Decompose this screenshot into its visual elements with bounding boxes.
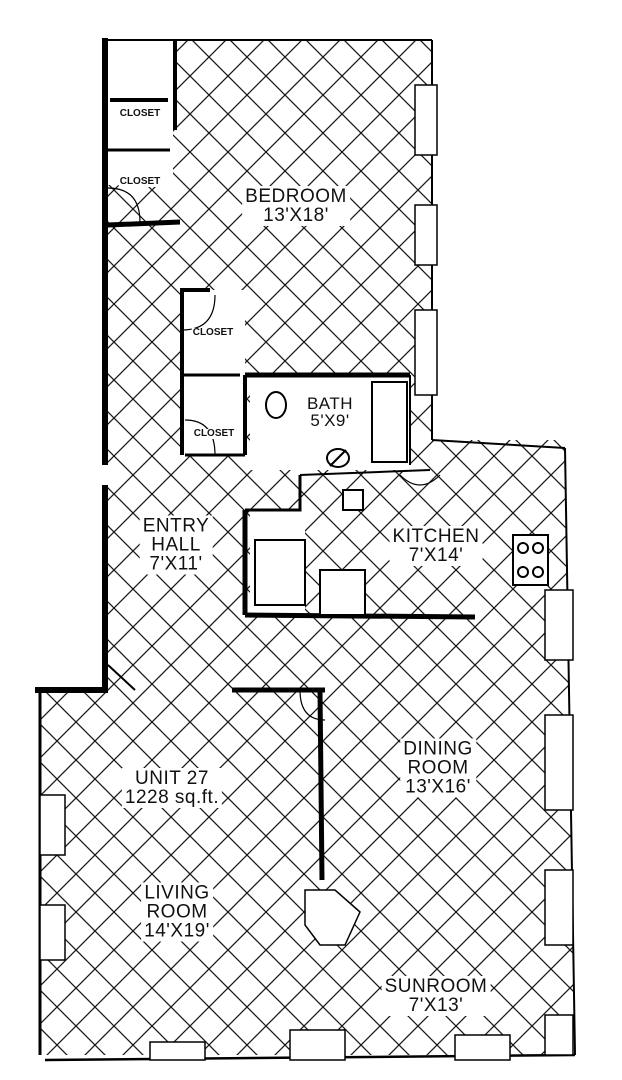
sunroom-label: SUNROOM 7'X13' <box>381 976 491 1016</box>
closet-label-2: CLOSET <box>118 176 162 187</box>
stove-icon <box>512 534 549 586</box>
closet-label-3: CLOSET <box>191 327 235 338</box>
pier <box>304 889 361 946</box>
refrigerator-icon <box>319 569 366 616</box>
living-room-label: LIVING ROOM 14'X19' <box>141 882 213 942</box>
closet-label-4: CLOSET <box>192 428 236 439</box>
dining-room-label: DINING ROOM 13'X16' <box>400 738 476 798</box>
bedroom-label: BEDROOM 13'X18' <box>242 186 350 226</box>
kitchen-sink-icon <box>342 489 364 511</box>
unit-label: UNIT 27 1228 sq.ft. <box>121 768 223 808</box>
counter-icon <box>254 539 306 606</box>
closet-label-1: CLOSET <box>118 108 162 119</box>
entry-hall-label: ENTRY HALL 7'X11' <box>139 515 213 575</box>
interior-walls <box>107 40 476 881</box>
toilet-icon <box>265 391 287 419</box>
kitchen-fixtures <box>254 489 549 616</box>
bath-fixtures <box>265 381 408 468</box>
kitchen-label: KITCHEN 7'X14' <box>389 526 483 566</box>
bathtub-icon <box>371 381 408 463</box>
bath-label: BATH 5'X9' <box>303 394 357 430</box>
windows <box>39 84 574 1061</box>
door-swings <box>107 187 441 721</box>
